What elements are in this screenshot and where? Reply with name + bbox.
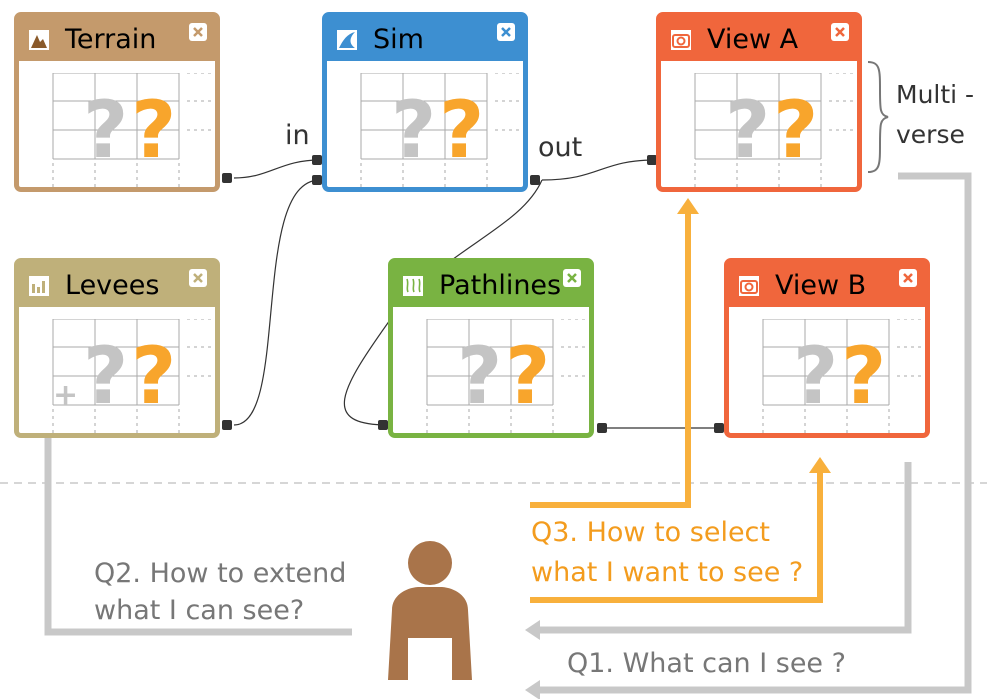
q2-line-2: what I can see?	[94, 595, 305, 626]
add-symbol: +	[53, 378, 78, 413]
q2-extend-arrow	[44, 420, 352, 636]
q3-arrowheads	[677, 198, 831, 473]
close-icon[interactable]	[497, 23, 515, 41]
levee-icon	[29, 276, 49, 296]
wire-sim-viewa	[541, 159, 657, 181]
wire-terrain-sim	[233, 159, 321, 179]
q1-text: Q1. What can I see ?	[567, 648, 846, 679]
node-title: View B	[775, 270, 867, 301]
close-icon[interactable]	[189, 269, 207, 287]
terrain-icon	[29, 30, 49, 50]
q1-feedback-arrows	[535, 172, 972, 694]
node-title: Pathlines	[439, 270, 562, 301]
placeholder-grid: ? ?	[360, 73, 521, 191]
node-view-b[interactable]: View B ? ?	[724, 258, 930, 438]
node-header	[393, 263, 589, 307]
placeholder-grid: ? ?	[762, 319, 923, 437]
q3-line-2: what I want to see ?	[531, 557, 804, 588]
placeholder-grid: ? ?	[426, 319, 587, 437]
question-mark-gray: ?	[457, 332, 502, 422]
node-title: Terrain	[65, 24, 157, 55]
node-header	[19, 17, 215, 61]
close-icon[interactable]	[831, 23, 849, 41]
node-header	[729, 263, 925, 307]
q3-line-1: Q3. How to select	[531, 517, 770, 548]
close-icon[interactable]	[899, 269, 917, 287]
port-out-label: out	[538, 132, 583, 163]
placeholder-grid: ? ?	[52, 73, 213, 191]
q2-line-1: Q2. How to extend	[94, 558, 347, 589]
pathlines-icon	[403, 276, 423, 296]
q3-select-arrows	[530, 210, 823, 603]
close-icon[interactable]	[563, 269, 581, 287]
question-mark-orange: ?	[505, 332, 550, 422]
question-mark-gray: ?	[725, 86, 770, 176]
connector-plugs	[222, 155, 724, 433]
node-terrain[interactable]: Terrain ? ?	[14, 12, 220, 192]
question-mark-gray: ?	[83, 86, 128, 176]
node-title: View A	[707, 24, 799, 55]
camera-icon	[739, 276, 759, 296]
node-header	[19, 263, 215, 307]
placeholder-grid: ? ?	[694, 73, 855, 191]
node-title: Sim	[373, 24, 424, 55]
question-mark-orange: ?	[841, 332, 886, 422]
q1-arrowheads	[525, 620, 540, 699]
question-mark-orange: ?	[131, 332, 176, 422]
wave-icon	[337, 30, 357, 50]
question-mark-gray: ?	[793, 332, 838, 422]
node-title: Levees	[65, 270, 160, 301]
node-header	[327, 17, 523, 61]
node-header	[661, 17, 857, 61]
question-mark-gray: ?	[83, 332, 128, 422]
node-sim[interactable]: Sim ? ?	[322, 12, 528, 192]
close-icon[interactable]	[189, 23, 207, 41]
wire-levees-sim	[233, 179, 321, 426]
user-figure	[388, 541, 472, 680]
multiverse-brace	[867, 61, 889, 173]
question-mark-orange: ?	[131, 86, 176, 176]
node-pathlines[interactable]: Pathlines ? ?	[388, 258, 594, 438]
node-levees[interactable]: Levees ? ? +	[14, 258, 220, 438]
question-mark-orange: ?	[439, 86, 484, 176]
node-view-a[interactable]: View A ? ?	[656, 12, 862, 192]
camera-icon	[671, 30, 691, 50]
port-in-label: in	[285, 120, 310, 151]
multiverse-label-2: verse	[896, 120, 965, 149]
question-mark-orange: ?	[773, 86, 818, 176]
multiverse-label-1: Multi -	[896, 80, 975, 109]
question-mark-gray: ?	[391, 86, 436, 176]
placeholder-grid: ? ? +	[52, 319, 213, 437]
